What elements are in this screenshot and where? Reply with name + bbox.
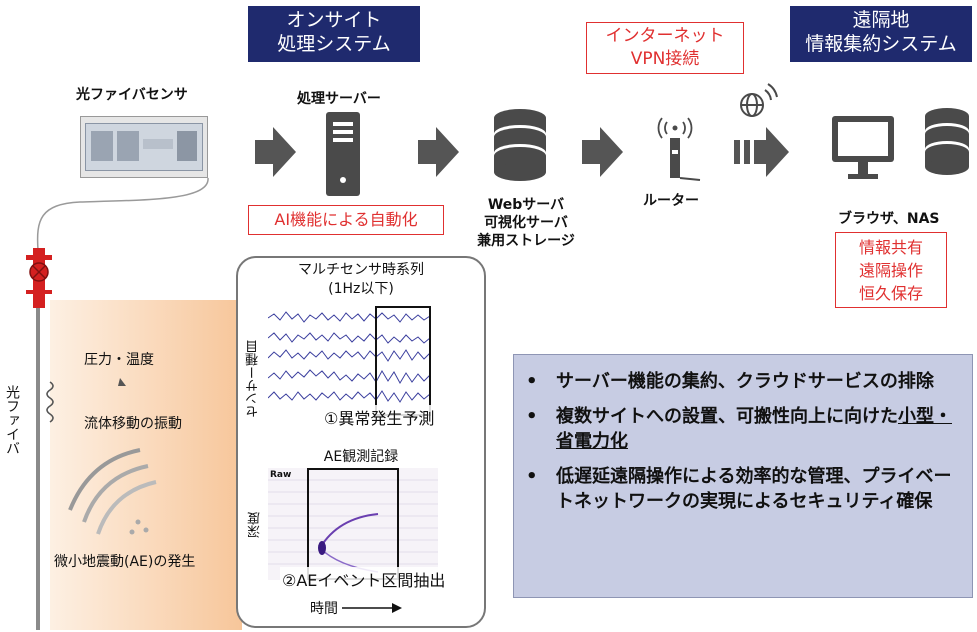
server-tower-icon xyxy=(326,112,360,196)
remote-header-line1: 遠隔地 xyxy=(852,9,910,31)
fluid-vibration-label: 流体移動の振動 xyxy=(84,416,182,432)
onsite-header-line2: 処理システム xyxy=(277,33,391,55)
internet-vpn-box: インターネット VPN接続 xyxy=(586,22,744,74)
timeseries-ylabel: センサー種目 xyxy=(246,340,261,418)
small-arrow-icon xyxy=(118,378,126,386)
internet-label: インターネット xyxy=(605,26,725,46)
onsite-header-line1: オンサイト xyxy=(286,9,382,31)
fiber-cable xyxy=(36,177,209,251)
globe-icon xyxy=(740,83,778,117)
seismic-arc-2 xyxy=(82,464,149,523)
pressure-temp-label: 圧力・温度 xyxy=(84,352,154,368)
bullet-2-text: 複数サイトへの設置、可搬性向上に向けた xyxy=(556,406,898,427)
web-server-label: Webサーバ 可視化サーバ 兼用ストレージ xyxy=(476,196,576,250)
bullet-1: サーバー機能の集約、クラウドサービスの排除 xyxy=(514,369,962,394)
summary-bullets: サーバー機能の集約、クラウドサービスの排除 複数サイトへの設置、可搬性向上に向け… xyxy=(514,369,962,514)
vpn-label: VPN接続 xyxy=(630,49,700,69)
timeseries-title-line2: (1Hz以下) xyxy=(328,281,394,297)
summary-panel: サーバー機能の集約、クラウドサービスの排除 複数サイトへの設置、可搬性向上に向け… xyxy=(513,354,973,598)
series-line-1 xyxy=(268,311,431,323)
arrow-2 xyxy=(418,127,459,177)
microseismic-label: 微小地震動(AE)の発生 xyxy=(54,554,196,570)
bullet-3: 低遅延遠隔操作による効率的な管理、プライベートネットワークの実現によるセキュリテ… xyxy=(514,464,962,514)
ai-automation-box: AI機能による自動化 xyxy=(248,205,444,235)
timeseries-title-line1: マルチセンサ時系列 xyxy=(298,262,424,278)
monitor-icon xyxy=(832,116,894,179)
time-arrow-icon xyxy=(342,603,402,613)
timeseries-title: マルチセンサ時系列 (1Hz以下) xyxy=(236,261,486,299)
seismic-dot-1 xyxy=(135,519,141,525)
onsite-system-header: オンサイト 処理システム xyxy=(248,6,420,62)
fiber-sensor-device xyxy=(80,116,208,178)
ae-record-chart xyxy=(268,468,438,580)
browser-nas-label: ブラウザ、NAS xyxy=(838,211,940,227)
seismic-arc-3 xyxy=(96,480,157,535)
remote-header-line2: 情報集約システム xyxy=(805,33,957,55)
router-label: ルーター xyxy=(643,193,699,209)
nas-database-icon xyxy=(925,108,969,175)
feature-share: 情報共有 xyxy=(858,238,923,257)
processing-server-label: 処理サーバー xyxy=(297,91,381,107)
timeseries-caption: ①異常発生予測 xyxy=(322,405,437,429)
timeseries-chart xyxy=(268,306,438,416)
ae-event-core xyxy=(318,541,326,555)
arrow-1 xyxy=(255,127,296,177)
router-icon xyxy=(657,117,701,181)
feature-storage: 恒久保存 xyxy=(858,284,923,303)
ae-ylabel: 深度 xyxy=(248,512,263,538)
wave-icon xyxy=(46,381,54,423)
fiber-vertical-label: 光ファイバ xyxy=(4,385,20,455)
web-server-line2: 可視化サーバ xyxy=(484,215,568,231)
series-line-2 xyxy=(268,332,431,344)
database-icon xyxy=(494,109,546,181)
ae-xlabel: 時間 xyxy=(310,601,338,617)
series-line-5 xyxy=(268,390,431,403)
remote-system-header: 遠隔地 情報集約システム xyxy=(790,6,972,62)
web-server-line1: Webサーバ xyxy=(487,197,565,213)
web-server-line3: 兼用ストレージ xyxy=(477,233,575,249)
arrow-3 xyxy=(582,127,623,177)
wellhead-valve-icon xyxy=(26,248,52,308)
bullet-2-underlined: 小型・省電力化 xyxy=(556,406,952,452)
fiber-sensor-label: 光ファイバセンサ xyxy=(76,87,188,103)
seismic-dot-3 xyxy=(129,529,135,535)
series-line-3 xyxy=(268,349,431,362)
bullet-2: 複数サイトへの設置、可搬性向上に向けた小型・省電力化 xyxy=(514,404,962,454)
seismic-dot-2 xyxy=(143,527,149,533)
ae-caption: ②AEイベント区間抽出 xyxy=(280,567,448,591)
remote-features-box: 情報共有 遠隔操作 恒久保存 xyxy=(835,232,947,308)
series-line-4 xyxy=(268,369,431,385)
ae-record-title: AE観測記録 xyxy=(323,449,399,465)
ae-raw-tag: Raw xyxy=(270,470,292,480)
underground-graphics xyxy=(46,378,157,535)
feature-remote-op: 遠隔操作 xyxy=(858,261,923,280)
arrow-4-dashed xyxy=(734,127,789,177)
seismic-arc-1 xyxy=(68,448,141,511)
